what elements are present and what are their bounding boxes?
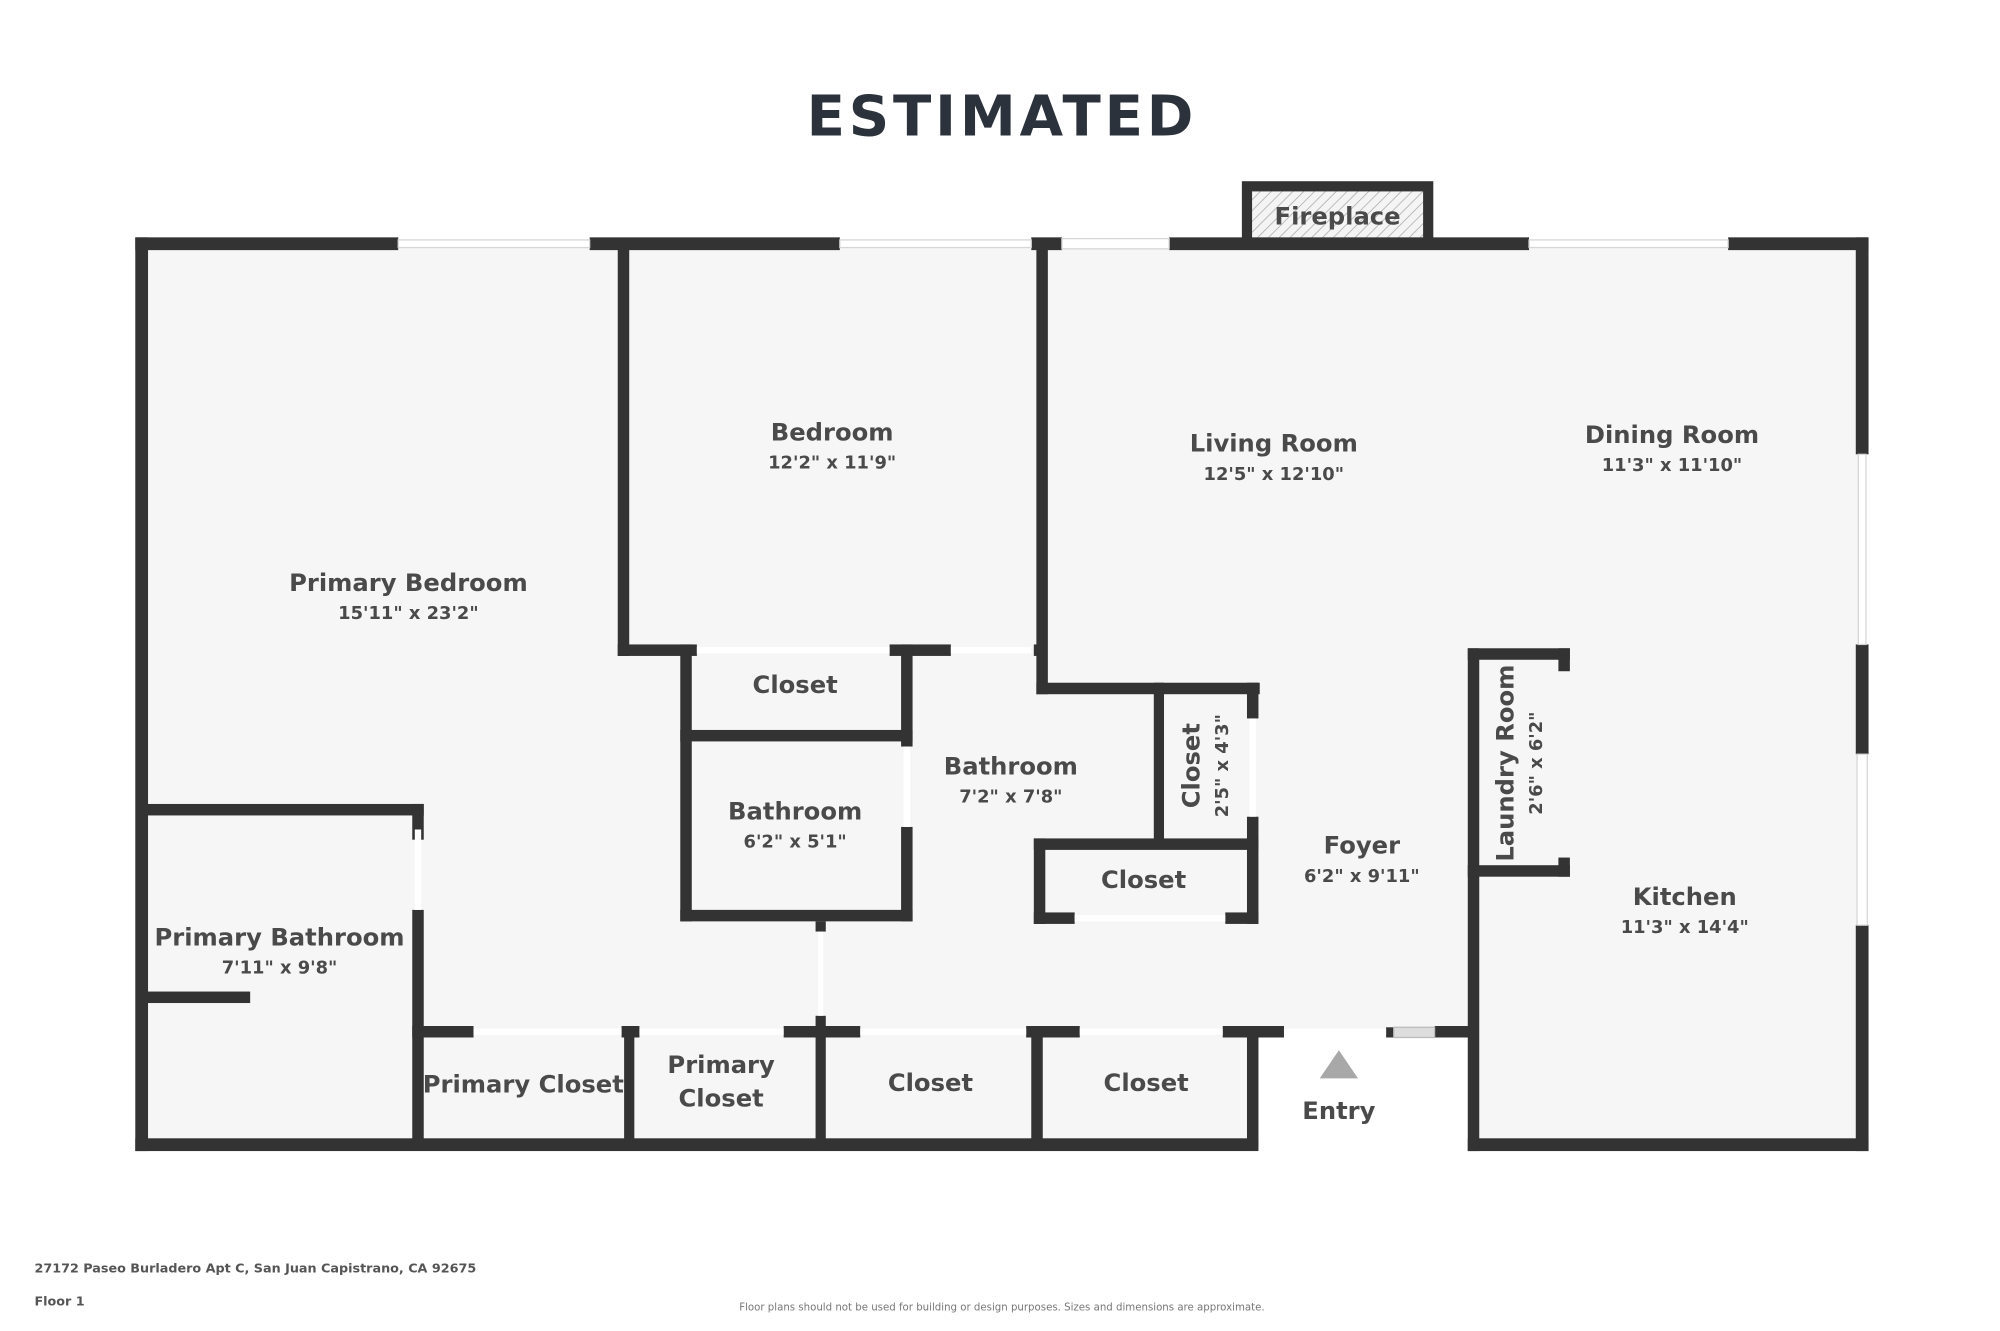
svg-text:Primary Closet: Primary Closet: [423, 1069, 624, 1098]
svg-text:Closet: Closet: [1104, 1068, 1190, 1097]
room-closet-vertical: Closet 2'5" x 4'3": [1177, 714, 1233, 817]
door-openings: [414, 646, 1436, 1039]
svg-text:2'5" x 4'3": 2'5" x 4'3": [1212, 714, 1233, 817]
floor-label: Floor 1: [34, 1294, 84, 1309]
svg-text:Fireplace: Fireplace: [1275, 202, 1401, 231]
plan-title: ESTIMATED: [807, 84, 1198, 149]
room-bedroom: Bedroom 12'2" x 11'9": [768, 417, 896, 473]
room-kitchen: Kitchen 11'3" x 14'4": [1621, 882, 1749, 938]
room-living-room: Living Room 12'5" x 12'10": [1190, 429, 1358, 485]
svg-text:7'2" x 7'8": 7'2" x 7'8": [959, 787, 1062, 808]
footer: 27172 Paseo Burladero Apt C, San Juan Ca…: [34, 1261, 1264, 1313]
room-primary-bedroom: Primary Bedroom 15'11" x 23'2": [289, 568, 528, 624]
svg-text:Living Room: Living Room: [1190, 429, 1358, 458]
entry-area: [1255, 1033, 1471, 1155]
svg-text:11'3" x 14'4": 11'3" x 14'4": [1621, 917, 1749, 938]
svg-text:12'2" x 11'9": 12'2" x 11'9": [768, 452, 896, 473]
room-closet-upper: Closet: [753, 670, 839, 699]
svg-text:Closet: Closet: [888, 1068, 974, 1097]
room-closet-bottom-2: Closet: [1104, 1068, 1190, 1097]
svg-text:Closet: Closet: [753, 670, 839, 699]
room-primary-closet-2: Primary Closet: [667, 1050, 775, 1112]
svg-text:Laundry Room: Laundry Room: [1491, 665, 1520, 862]
room-dining-room: Dining Room 11'3" x 11'10": [1585, 420, 1759, 476]
svg-text:Bathroom: Bathroom: [728, 796, 862, 825]
disclaimer: Floor plans should not be used for build…: [739, 1303, 1264, 1314]
room-primary-closet-1: Primary Closet: [423, 1069, 624, 1098]
entry-arrow-icon: [1319, 1050, 1359, 1079]
svg-text:7'11" x 9'8": 7'11" x 9'8": [222, 958, 338, 979]
fireplace: Fireplace: [1241, 181, 1434, 248]
svg-text:6'2" x 5'1": 6'2" x 5'1": [744, 831, 847, 852]
svg-text:Primary Bathroom: Primary Bathroom: [155, 923, 405, 952]
svg-text:Entry: Entry: [1302, 1096, 1375, 1125]
room-foyer: Foyer 6'2" x 9'11": [1304, 831, 1420, 887]
room-bathroom-small: Bathroom 6'2" x 5'1": [728, 796, 862, 852]
svg-text:Primary Bedroom: Primary Bedroom: [289, 568, 528, 597]
svg-text:Bedroom: Bedroom: [771, 417, 894, 446]
svg-text:11'3" x 11'10": 11'3" x 11'10": [1602, 455, 1743, 476]
room-closet-bottom-1: Closet: [888, 1068, 974, 1097]
svg-text:Closet: Closet: [679, 1083, 765, 1112]
svg-text:Closet: Closet: [1101, 865, 1187, 894]
address: 27172 Paseo Burladero Apt C, San Juan Ca…: [34, 1261, 476, 1276]
interior-walls: [142, 245, 1570, 1152]
svg-text:Closet: Closet: [1177, 723, 1206, 809]
windows: [397, 237, 1868, 926]
svg-text:Kitchen: Kitchen: [1633, 882, 1737, 911]
svg-text:15'11" x 23'2": 15'11" x 23'2": [338, 603, 479, 624]
room-closet-foyer: Closet: [1101, 865, 1187, 894]
svg-text:Foyer: Foyer: [1324, 831, 1400, 860]
floor-fill: [142, 245, 1861, 1145]
room-laundry-room: Laundry Room 2'6" x 6'2": [1491, 665, 1547, 862]
svg-text:6'2" x 9'11": 6'2" x 9'11": [1304, 866, 1420, 887]
svg-text:Primary: Primary: [667, 1050, 775, 1079]
svg-text:Dining Room: Dining Room: [1585, 420, 1759, 449]
svg-text:Bathroom: Bathroom: [944, 752, 1078, 781]
entry-marker: Entry: [1302, 1050, 1376, 1125]
svg-text:12'5" x 12'10": 12'5" x 12'10": [1204, 464, 1345, 485]
room-bathroom-hall: Bathroom 7'2" x 7'8": [944, 752, 1078, 808]
svg-text:2'6" x 6'2": 2'6" x 6'2": [1526, 712, 1547, 815]
room-primary-bathroom: Primary Bathroom 7'11" x 9'8": [155, 923, 405, 979]
